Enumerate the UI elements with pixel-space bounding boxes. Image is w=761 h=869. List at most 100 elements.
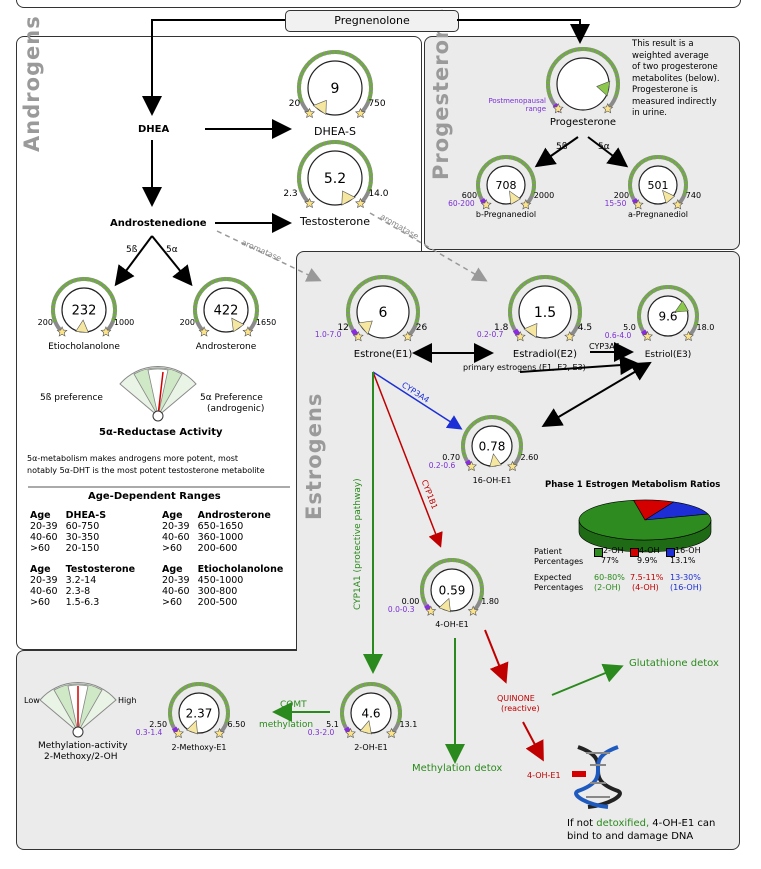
gauge-dial: [307, 60, 363, 116]
high-star-icon: [354, 197, 366, 209]
gauge-value: 9.6: [658, 309, 677, 323]
2-oh-e1-low-value: 5.1: [326, 719, 339, 729]
low-star-icon: [642, 330, 653, 342]
age-cell: 360-1000: [197, 532, 244, 543]
estriol-high-value: 18.0: [696, 322, 715, 332]
cyp1a1-label: CYP1A1 (protective pathway): [353, 478, 363, 610]
low-star-icon: [173, 727, 184, 739]
legend-swatch-4oh: [630, 548, 639, 557]
gauge-dial: [178, 692, 220, 734]
age-cell: 20-39: [30, 521, 58, 532]
low-star-icon: [198, 326, 210, 337]
age-cell: 20-150: [65, 543, 100, 554]
2-methoxy-e1-gauge: 2.37: [168, 682, 230, 739]
testosterone-high-value: 14.0: [368, 189, 389, 200]
age-cell: 450-1000: [197, 575, 244, 586]
low-star-icon: [425, 605, 437, 616]
androgen-note-2: notably 5α-DHT is the most potent testos…: [27, 466, 265, 475]
estriol-reference-range: 0.6-4.0: [604, 330, 632, 340]
age-cell: 20-39: [162, 575, 190, 586]
age-table-title: Androsterone: [197, 510, 271, 521]
estriol-label: Estriol(E3): [644, 349, 692, 360]
high-star-icon: [672, 199, 684, 210]
dna-4oh-label: 4-OH-E1: [527, 771, 561, 780]
high-star-icon: [602, 102, 614, 114]
gauge-pointer: [674, 300, 689, 313]
expected-pct-2oh: 60-80%: [594, 573, 625, 582]
age-cell: 40-60: [30, 586, 58, 597]
gauge-normal-range: [340, 682, 402, 725]
gauge-value: 0.78: [479, 439, 506, 453]
five-alpha-prog: 5α: [598, 142, 610, 152]
b-pregnanediol-reference-range: 60-200: [448, 199, 475, 209]
patient-pct-2oh: 77%: [601, 556, 619, 565]
estrone-gauge: 6: [346, 275, 420, 342]
testosterone-label: Testosterone: [300, 214, 370, 228]
age-cell: >60: [162, 597, 183, 608]
a-pregnanediol-reference-range: 15-50: [604, 199, 627, 209]
estradiol-reference-range: 0.2-0.7: [476, 330, 504, 340]
a-pregnanediol-high-value: 740: [685, 190, 702, 200]
gauge-dial: [647, 295, 689, 337]
estriol-gauge: 9.6: [637, 285, 699, 342]
gauge-pointer: [75, 319, 89, 333]
a-pregnanediol-low-value: 200: [613, 190, 630, 200]
quinone-label-1: QUINONE: [497, 694, 535, 703]
expected-pct-4oh: 7.5-11%: [630, 573, 664, 582]
high-star-icon: [564, 330, 576, 342]
age-cell: 60-750: [65, 521, 100, 532]
gauge-normal-range: [168, 682, 230, 725]
quinone-label-2: (reactive): [501, 704, 540, 713]
comt-label: COMT: [280, 700, 307, 710]
prog-note-line: of two progesterone: [632, 62, 718, 72]
age-cell: 650-1650: [197, 521, 244, 532]
dna-note-1c: 4-OH-E1 can: [649, 818, 716, 829]
primary-estrogens-label: primary estrogens (E1, E2, E3): [463, 363, 586, 372]
methylation-label: methylation: [259, 720, 314, 730]
gauge-value: 422: [214, 304, 239, 319]
pregnenolone-label: Pregnenolone: [334, 14, 410, 27]
age-cell: 200-600: [197, 543, 238, 554]
high-star-icon: [467, 605, 479, 616]
dheas-low-value: 20: [288, 99, 301, 110]
2-oh-e1-label: 2-OH-E1: [354, 743, 388, 752]
high-star-icon: [214, 727, 225, 739]
estrone-label: Estrone(E1): [353, 349, 413, 360]
methylation-panel: [16, 650, 421, 850]
estradiol-label: Estradiol(E2): [512, 349, 578, 360]
age-cell: 200-500: [197, 597, 238, 608]
estrone-reference-range: 1.0-7.0: [314, 330, 342, 340]
age-table-title: Testosterone: [65, 564, 136, 575]
gauge-pointer: [359, 720, 372, 735]
gauge-pointer: [662, 189, 676, 204]
meter-high-label: High: [118, 696, 137, 705]
gauge-pointer: [523, 323, 538, 339]
gauge-value: 1.5: [534, 305, 556, 321]
age-cell: 2.3-8: [65, 586, 91, 597]
legend-swatch-16oh: [666, 548, 675, 557]
age-cell: 40-60: [30, 532, 58, 543]
4-oh-e1-low-value: 0.00: [401, 597, 420, 607]
16-oh-e1-label: 16-OH-E1: [472, 476, 512, 485]
estradiol-low-value: 1.8: [494, 322, 509, 333]
legend-2oh: 2-OH: [603, 546, 624, 555]
age-cell: 40-60: [162, 586, 190, 597]
2-methoxy-e1-label: 2-Methoxy-E1: [171, 743, 227, 752]
expected-label-2: Percentages: [534, 583, 584, 592]
expected-label-1: Expected: [534, 573, 572, 582]
gauge-dial: [486, 165, 526, 205]
five-beta-prog: 5ß: [556, 142, 568, 152]
methylation-activity-1: Methylation-activity: [38, 741, 128, 751]
progesterone-note: This result is a weighted average of two…: [632, 39, 736, 120]
estrone-low-value: 12: [337, 322, 349, 333]
low-star-icon: [466, 460, 477, 472]
4-oh-e1-reference-range: 0.0-0.3: [387, 605, 415, 615]
meter-low-label: Low: [24, 696, 40, 705]
age-cell: 30-350: [65, 532, 100, 543]
testosterone-low-value: 2.3: [283, 189, 298, 200]
gauge-pointer: [438, 597, 451, 613]
2-oh-e1-high-value: 13.1: [399, 719, 418, 729]
low-star-icon: [345, 727, 356, 739]
